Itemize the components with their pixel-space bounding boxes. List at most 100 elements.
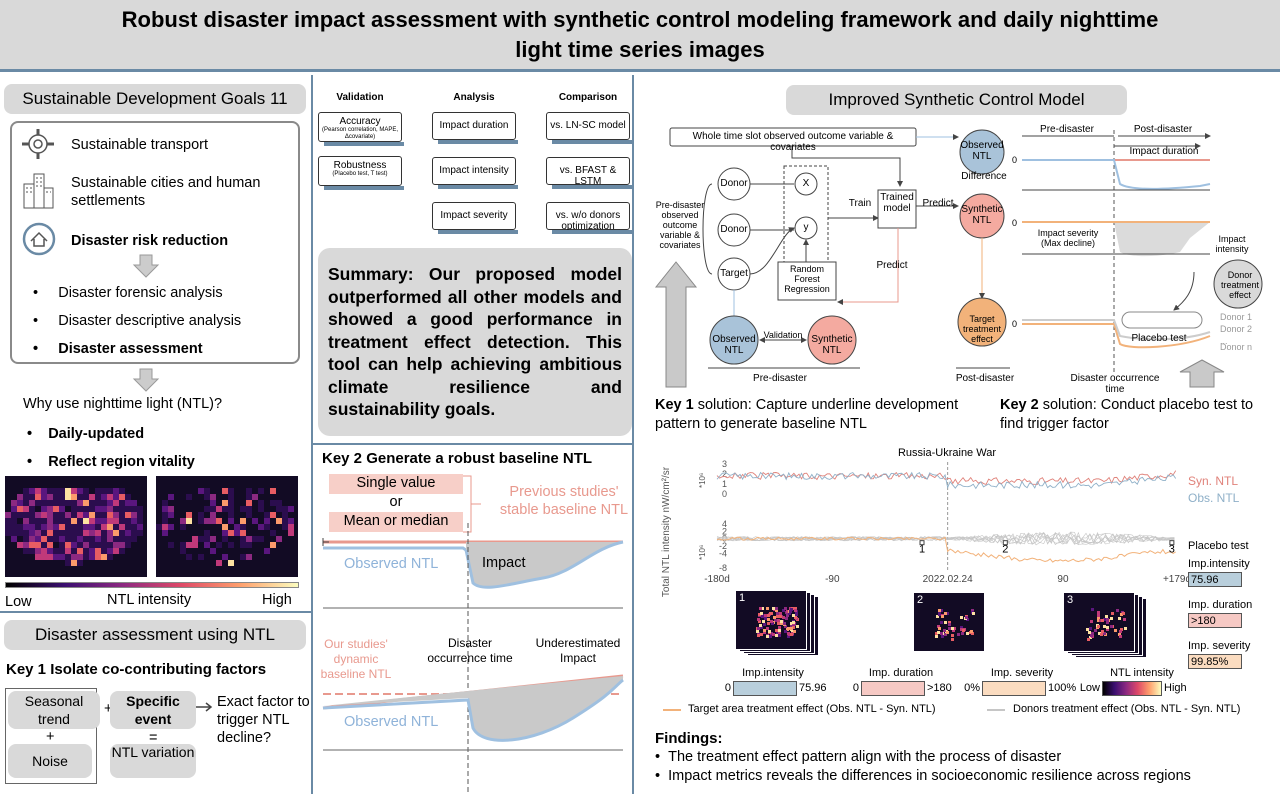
map-pixel [794, 615, 798, 619]
map-pixel [937, 627, 941, 631]
metric-value: >180 [1188, 613, 1242, 628]
heat-cell [11, 518, 17, 524]
map-pixel [1118, 634, 1122, 638]
iscm-label: Disaster occurrence time [1070, 373, 1160, 395]
heat-cell [47, 494, 53, 500]
heat-cell [162, 506, 168, 512]
xtick: 2022.02.24 [923, 574, 973, 585]
map-pixel [780, 620, 784, 624]
heat-cell [83, 506, 89, 512]
eval-box-title: Impact duration [439, 120, 509, 131]
map-pixel [1105, 615, 1109, 619]
heat-cell [71, 530, 77, 536]
heat-cell [216, 518, 222, 524]
heat-cell [71, 512, 77, 518]
heat-cell [282, 512, 288, 518]
heat-cell [53, 524, 59, 530]
heat-cell [246, 512, 252, 518]
map-pixel [941, 631, 945, 635]
key2-bold: Key 2 [1000, 397, 1039, 413]
reason-text: Daily-updated [48, 426, 145, 442]
iscm-label: Random Forest Regression [784, 264, 830, 294]
heat-cell [168, 542, 174, 548]
heat-cell [276, 500, 282, 506]
heat-cell [186, 512, 192, 518]
map-pixel [785, 610, 789, 614]
top-ytick: 0 [722, 489, 727, 499]
heat-cell [95, 500, 101, 506]
heat-cell [17, 530, 23, 536]
reason-vitality: • Reflect region vitality [27, 454, 195, 470]
heat-cell [258, 488, 264, 494]
heat-cell [192, 542, 198, 548]
heat-cell [89, 494, 95, 500]
heat-cell [282, 506, 288, 512]
heat-cell [77, 536, 83, 542]
map-pixel [776, 622, 780, 626]
top-ytick: 2 [722, 469, 727, 479]
map-pixel [780, 614, 784, 618]
heat-cell [71, 524, 77, 530]
legend-ntl-label: NTL intensity [1110, 667, 1174, 679]
map-pixel [794, 613, 798, 617]
box-shadow [438, 230, 518, 234]
map-pixel [776, 618, 780, 622]
heat-cell [204, 542, 210, 548]
heat-cell [53, 512, 59, 518]
heat-cell [107, 530, 113, 536]
heat-cell [11, 500, 17, 506]
bottom-unit: *10⁶ [698, 545, 707, 560]
factor-variation: NTL variation [110, 744, 196, 778]
eval-box-title: Accuracy [339, 116, 381, 127]
heat-cell [41, 512, 47, 518]
heat-cell [83, 536, 89, 542]
map-pixel [945, 611, 949, 615]
heat-cell [53, 500, 59, 506]
map-pixel [1103, 624, 1107, 628]
finding-1: • The treatment effect pattern align wit… [655, 749, 1062, 765]
eval-box-title: vs. w/o donors optimization [555, 210, 621, 232]
legend-severity-label: Imp. severity [990, 667, 1054, 679]
heat-cell [23, 524, 29, 530]
heat-cell [252, 518, 258, 524]
heat-cell [29, 518, 35, 524]
marker-label: 1 [919, 544, 925, 556]
map-pixel [791, 620, 795, 624]
map-label: 2 [917, 594, 924, 606]
heat-cell [41, 530, 47, 536]
mean-box [329, 512, 463, 532]
map-pixel [937, 610, 941, 614]
heat-cell [198, 512, 204, 518]
key1-heading: Key 1 Isolate co-contributing factors [6, 661, 267, 678]
bottom-ytick: -4 [719, 548, 727, 558]
map-pixel [782, 615, 786, 619]
heat-cell [59, 518, 65, 524]
heat-cell [83, 554, 89, 560]
heat-cell [71, 494, 77, 500]
box-shadow [552, 185, 632, 189]
heat-cell [222, 554, 228, 560]
heat-cell [17, 506, 23, 512]
heat-cell [210, 548, 216, 554]
heat-cell [5, 518, 11, 524]
heat-cell [47, 542, 53, 548]
heat-cell [270, 542, 276, 548]
map-pixel [1105, 628, 1109, 632]
heat-cell [119, 530, 125, 536]
map-pixel [770, 619, 774, 623]
heat-cell [47, 548, 53, 554]
legend-ntl-max: High [1164, 682, 1187, 694]
map-pixel [773, 616, 777, 620]
map-pixel [1110, 616, 1114, 620]
heat-cell [216, 560, 222, 566]
heat-cell [222, 506, 228, 512]
bottom-ytick: -8 [719, 563, 727, 573]
heat-cell [119, 494, 125, 500]
heat-cell [89, 536, 95, 542]
heat-cell [131, 524, 137, 530]
map-pixel [938, 609, 942, 613]
heat-cell [125, 512, 131, 518]
map-pixel [1110, 624, 1114, 628]
heat-cell [83, 530, 89, 536]
legend-syn: Syn. NTL [1188, 474, 1239, 488]
